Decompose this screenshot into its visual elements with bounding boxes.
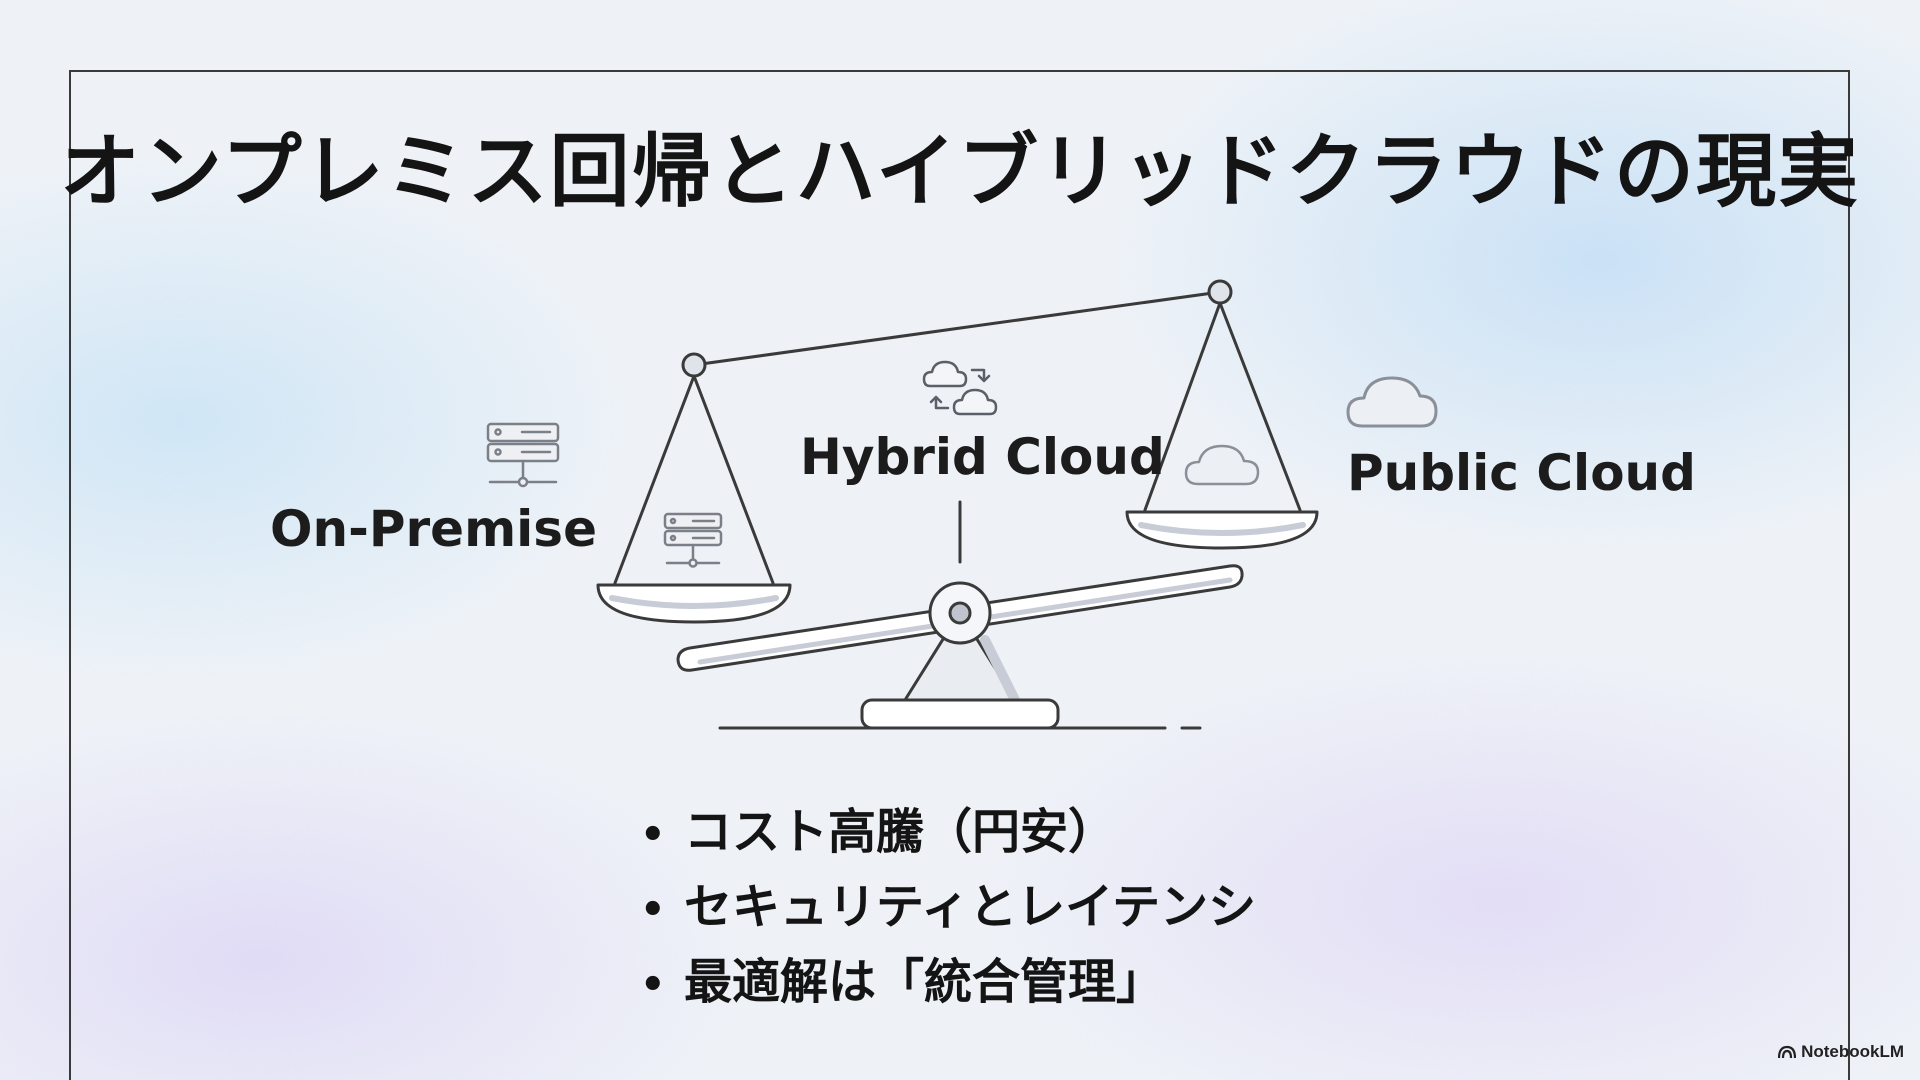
bullet-text: 最適解は「統合管理」 (684, 954, 1165, 1010)
notebooklm-watermark: NotebookLM (1778, 1042, 1904, 1062)
scale-top-beam (692, 290, 1222, 367)
cloud-icon (1346, 376, 1438, 428)
bullet-text: コスト高騰（円安） (684, 804, 1117, 860)
bullet-dot: • (640, 962, 666, 1008)
bullet-dot: • (640, 812, 666, 858)
slide-title: オンプレミス回帰とハイブリッドクラウドの現実 (60, 125, 1860, 218)
server-rack-in-pan-icon (663, 512, 723, 568)
scale-left-pivot (681, 352, 707, 378)
on-premise-label: On-Premise (270, 500, 597, 558)
bullet-item: • コスト高騰（円安） (640, 796, 1256, 871)
bullet-list: • コスト高騰（円安） • セキュリティとレイテンシ • 最適解は「統合管理」 (640, 796, 1256, 1021)
bullet-dot: • (640, 887, 666, 933)
bullet-item: • セキュリティとレイテンシ (640, 871, 1256, 946)
notebooklm-logo-icon (1778, 1045, 1797, 1059)
hybrid-cloud-label: Hybrid Cloud (800, 428, 1165, 486)
bullet-item: • 最適解は「統合管理」 (640, 946, 1256, 1021)
public-cloud-label: Public Cloud (1347, 444, 1696, 502)
scale-right-pivot (1207, 279, 1233, 305)
server-rack-icon (486, 422, 560, 488)
seesaw-base (860, 698, 1060, 730)
slide-frame (69, 70, 1850, 1080)
brand-name: NotebookLM (1801, 1042, 1904, 1061)
cloud-sync-icon (922, 360, 998, 416)
bullet-text: セキュリティとレイテンシ (684, 879, 1257, 935)
cloud-in-pan-icon (1184, 444, 1260, 486)
